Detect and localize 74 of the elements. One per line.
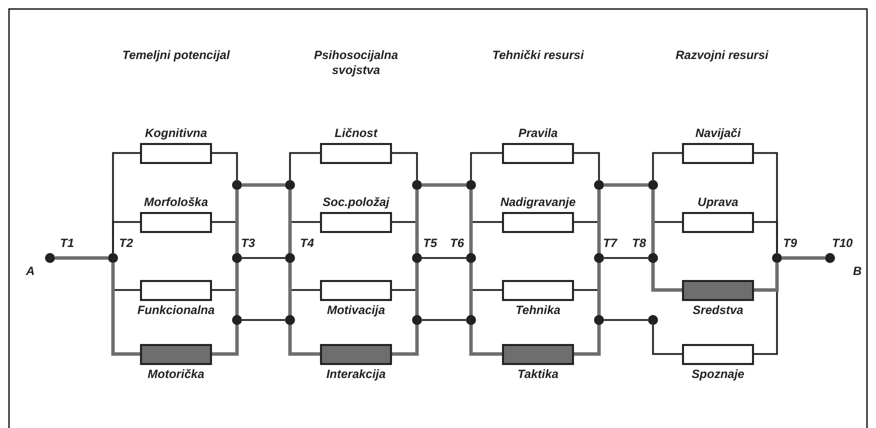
wire bbox=[422, 257, 466, 259]
component-label: Taktika bbox=[518, 366, 558, 380]
component-label: Ličnost bbox=[334, 126, 378, 140]
wire bbox=[604, 257, 648, 259]
component-label: Nadigravanje bbox=[500, 194, 576, 208]
wire bbox=[242, 257, 285, 259]
terminal-label: T3 bbox=[241, 236, 256, 250]
terminal-label: T10 bbox=[832, 236, 853, 250]
junction-dot bbox=[466, 180, 476, 190]
wire bbox=[392, 152, 418, 180]
junction-dot bbox=[108, 253, 118, 263]
wire bbox=[212, 152, 238, 180]
junction-dot bbox=[412, 180, 422, 190]
wire bbox=[604, 319, 648, 321]
wire bbox=[242, 319, 285, 321]
component-label: Navijači bbox=[695, 126, 741, 140]
junction-dot bbox=[772, 253, 782, 263]
terminal-label: T9 bbox=[783, 236, 798, 250]
group-heading: Razvojni resursi bbox=[674, 48, 770, 63]
wire bbox=[652, 325, 682, 355]
junction-dot bbox=[648, 253, 658, 263]
component-label: Uprava bbox=[698, 194, 738, 208]
wire bbox=[422, 319, 466, 321]
wire bbox=[652, 152, 682, 180]
wire bbox=[289, 152, 320, 180]
group-heading: Psihosocijalna svojstva bbox=[312, 48, 400, 78]
component-label: Soc.položaj bbox=[322, 194, 390, 208]
junction-dot bbox=[648, 315, 658, 325]
junction-dot bbox=[466, 315, 476, 325]
component-label: Pravila bbox=[518, 126, 558, 140]
junction-dot bbox=[45, 253, 55, 263]
terminal-label: T5 bbox=[423, 236, 438, 250]
wire bbox=[470, 152, 502, 180]
junction-dot bbox=[232, 315, 242, 325]
component-label: Tehnika bbox=[516, 302, 560, 316]
terminal-label: B bbox=[853, 264, 862, 278]
junction-dot bbox=[285, 253, 295, 263]
junction-dot bbox=[412, 315, 422, 325]
component-label: Motivacija bbox=[326, 302, 386, 316]
component-label: Funkcionalna bbox=[137, 302, 215, 316]
wire bbox=[112, 221, 140, 253]
wire bbox=[754, 221, 778, 253]
wire bbox=[242, 183, 285, 187]
group-heading: Temeljni potencijal bbox=[121, 48, 231, 63]
terminal-label: T8 bbox=[632, 236, 646, 250]
terminal-label: T1 bbox=[60, 236, 74, 250]
terminal-label: T2 bbox=[119, 236, 134, 250]
junction-dot bbox=[285, 315, 295, 325]
component-label: Spoznaje bbox=[692, 366, 744, 380]
junction-dot bbox=[412, 253, 422, 263]
wire bbox=[422, 183, 466, 187]
terminal-label: T7 bbox=[603, 236, 618, 250]
wire bbox=[782, 256, 825, 260]
terminal-label: A bbox=[26, 264, 35, 278]
wire bbox=[574, 152, 600, 180]
group-heading: Tehnički resursi bbox=[491, 48, 585, 63]
junction-dot bbox=[232, 180, 242, 190]
junction-dot bbox=[285, 180, 295, 190]
wire bbox=[754, 263, 779, 292]
junction-dot bbox=[648, 180, 658, 190]
junction-dot bbox=[232, 253, 242, 263]
wire bbox=[604, 183, 648, 187]
component-label: Sredstva bbox=[692, 302, 744, 316]
terminal-label: T6 bbox=[450, 236, 464, 250]
component-label: Kognitivna bbox=[145, 126, 207, 140]
component-label: Motorička bbox=[148, 366, 204, 380]
component-label: Morfološka bbox=[144, 194, 208, 208]
junction-dot bbox=[594, 315, 604, 325]
junction-dot bbox=[466, 253, 476, 263]
wire bbox=[55, 256, 108, 260]
component-label: Interakcija bbox=[326, 366, 386, 380]
junction-dot bbox=[594, 180, 604, 190]
junction-dot bbox=[825, 253, 835, 263]
junction-dot bbox=[594, 253, 604, 263]
